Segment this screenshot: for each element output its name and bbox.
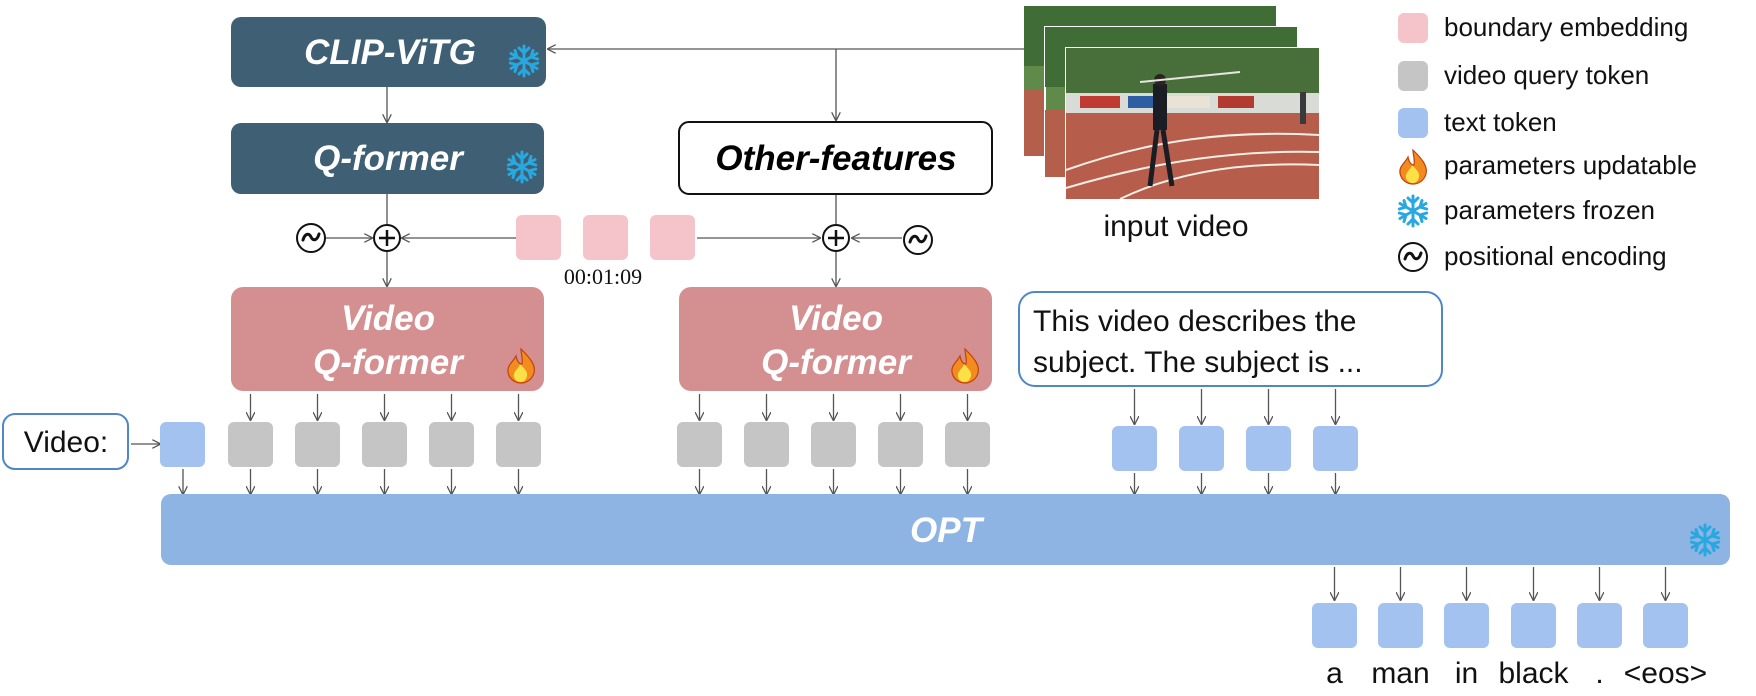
input-video-frames [1024,6,1320,200]
svg-text:Q-former: Q-former [313,343,465,382]
svg-text:subject. The subject is ...: subject. The subject is ... [1033,346,1363,379]
positional-encoding-icon [295,222,327,254]
prompt-text-token [1246,426,1291,471]
prompt-text-token [1313,426,1358,471]
output-text-token [1511,603,1556,648]
svg-text:Other-features: Other-features [715,139,956,178]
input-video-caption: input video [1103,210,1248,243]
prompt-text-token [1179,426,1224,471]
output-token-label: in [1455,657,1478,690]
video-qformer-right: Video Q-former [679,287,992,391]
qformer-block: Q-former [231,123,544,194]
output-token-label: <eos> [1624,657,1707,690]
video-query-token [429,422,474,467]
video-query-token [878,422,923,467]
svg-text:Video: Video [341,299,435,338]
positional-encoding-icon [902,224,934,256]
video-query-token [945,422,990,467]
output-token-label: man [1371,657,1429,690]
prompt-box: This video describes the subject. The su… [1018,291,1443,387]
video-query-token [295,422,340,467]
svg-text:Q-former: Q-former [761,343,913,382]
svg-text:OPT: OPT [910,511,985,550]
legend-gray-square [1398,61,1428,91]
video-query-token [744,422,789,467]
output-text-token [1577,603,1622,648]
legend-pink-square [1398,13,1428,43]
add-icon [372,223,402,253]
legend-label: parameters frozen [1444,195,1655,225]
output-token-label: black [1498,657,1569,690]
output-text-token [1643,603,1688,648]
opt-block: OPT [161,494,1730,565]
video-query-token [496,422,541,467]
output-token-label: a [1326,657,1343,690]
video-text-token [160,422,205,467]
other-features-block: Other-features [678,121,993,195]
prompt-text-token [1112,426,1157,471]
legend-label: text token [1444,107,1557,137]
svg-text:Q-former: Q-former [313,139,465,178]
clip-vitg-block: CLIP-ViTG [231,17,546,87]
connectors [131,49,1030,444]
timestamp-label: 00:01:09 [564,264,642,289]
legend-label: boundary embedding [1444,12,1688,42]
video-label-box: Video: [2,413,129,470]
tilde-circle-icon [1397,241,1429,273]
snowflake-icon [1397,194,1429,228]
legend: boundary embedding video query token tex… [1397,12,1697,273]
video-query-token [677,422,722,467]
fire-icon [1399,149,1427,185]
add-icon [821,223,851,253]
token-layer [160,389,1688,648]
boundary-embeddings [516,215,695,260]
legend-label: video query token [1444,60,1649,90]
legend-label: positional encoding [1444,241,1667,271]
video-query-token [228,422,273,467]
output-text-token [1312,603,1357,648]
legend-label: parameters updatable [1444,150,1697,180]
output-text-token [1444,603,1489,648]
svg-text:CLIP-ViTG: CLIP-ViTG [304,33,476,72]
output-text-token [1378,603,1423,648]
svg-text:This video describes the: This video describes the [1033,305,1357,338]
svg-text:Video: Video [789,299,883,338]
video-qformer-left: Video Q-former [231,287,544,391]
output-token-label: . [1595,657,1603,690]
video-query-token [362,422,407,467]
legend-blue-square [1398,108,1428,138]
svg-text:Video:: Video: [24,426,109,459]
video-query-token [811,422,856,467]
